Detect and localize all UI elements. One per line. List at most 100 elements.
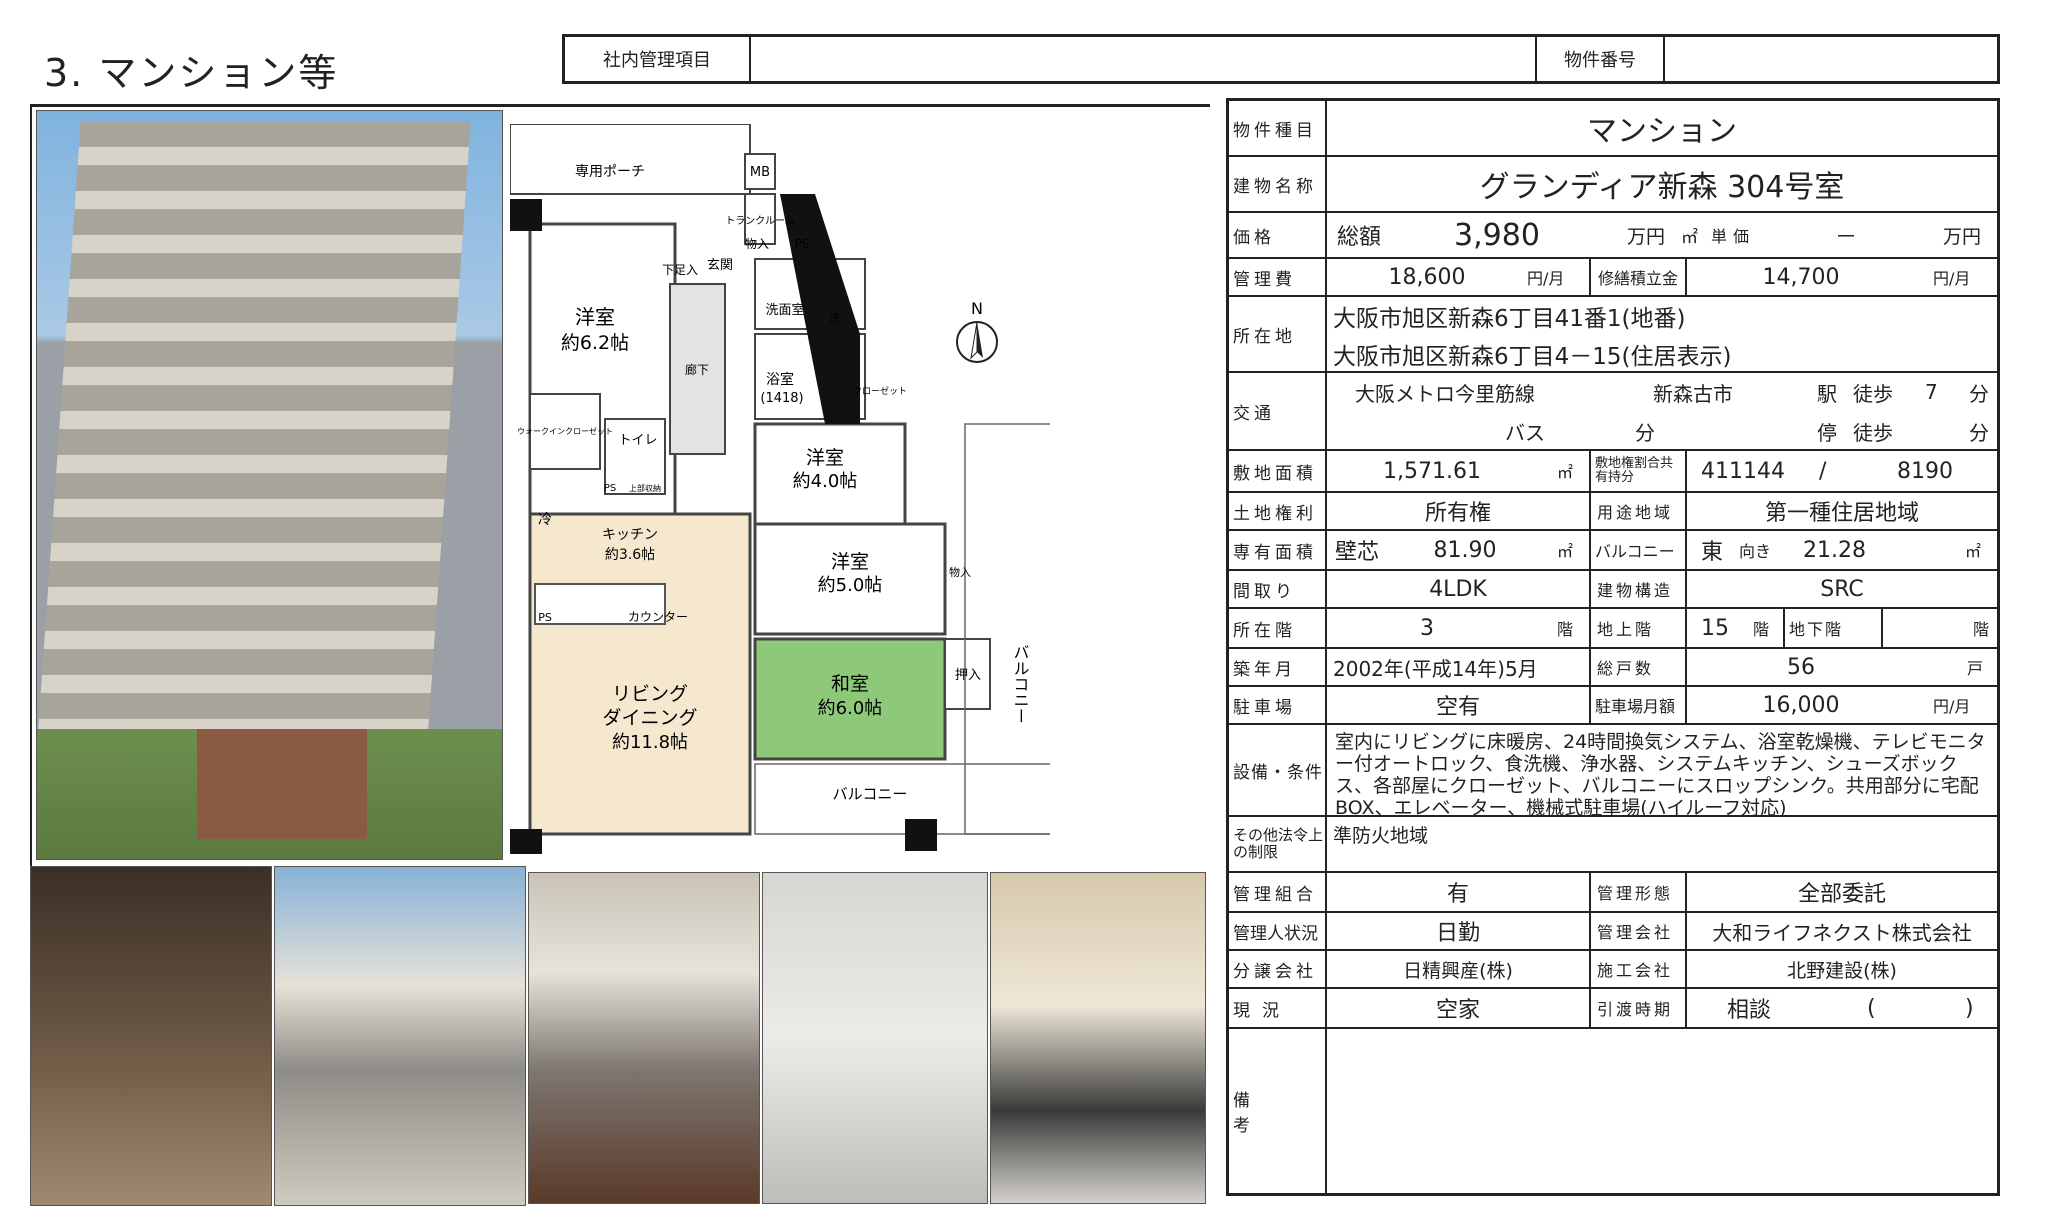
property-no-label: 物件番号 xyxy=(1537,37,1665,81)
label-manager: 管理人状況 xyxy=(1229,913,1327,949)
plan-wic: ウォークインクローゼット xyxy=(517,426,613,436)
row-manager: 管理人状況 日勤 管理会社 大和ライフネクスト株式会社 xyxy=(1229,913,1997,951)
price-unit-label: 単価 xyxy=(1711,227,1756,246)
value-builder: 北野建設(株) xyxy=(1685,951,1997,987)
ldk-area xyxy=(528,512,752,836)
plan-room2-size: 約4.0帖 xyxy=(793,471,858,492)
plan-dining: ダイニング xyxy=(602,707,697,729)
share-a: 411144 xyxy=(1685,451,1805,491)
row-parking: 駐車場 空有 駐車場月額 16,000 円/月 xyxy=(1229,687,1997,725)
value-remarks xyxy=(1327,1029,1997,1193)
plan-sen: 洗 xyxy=(829,311,841,325)
label-union: 管理組合 xyxy=(1229,873,1327,911)
plan-living-size: 約11.8帖 xyxy=(612,732,688,753)
label-handover: 引渡時期 xyxy=(1589,989,1685,1027)
row-equipment: 設備・条件 室内にリビングに床暖房、24時間換気システム、浴室乾燥機、テレビモニ… xyxy=(1229,725,1997,819)
bathroom-photo xyxy=(762,872,988,1204)
kitchen-photo xyxy=(528,872,760,1204)
label-fee: 管理費 xyxy=(1229,259,1327,295)
value-name: グランディア新森 304号室 xyxy=(1479,170,1845,205)
plan-rouka: 廊下 xyxy=(685,362,709,377)
label-right: 土地権利 xyxy=(1229,493,1327,529)
plan-counter: カウンター xyxy=(628,610,688,624)
label-layout: 間取り xyxy=(1229,571,1327,607)
label-struct: 建物構造 xyxy=(1589,571,1685,607)
row-area: 専有面積 壁芯 81.90 ㎡ バルコニー 東 向き 21.28 ㎡ xyxy=(1229,531,1997,571)
washitsu-area xyxy=(753,637,947,761)
mb-box xyxy=(744,153,776,190)
balcony-dir: 東 xyxy=(1685,531,1725,569)
plan-room1: 洋室 xyxy=(575,305,615,329)
value-parking-fee: 16,000 xyxy=(1685,687,1915,723)
label-transit: 交通 xyxy=(1229,373,1327,449)
parking-fee-unit: 円/月 xyxy=(1933,697,1971,716)
mgmt-label: 社内管理項目 xyxy=(565,37,751,81)
value-union: 有 xyxy=(1446,882,1469,907)
toilet-box xyxy=(604,418,666,495)
structural-column xyxy=(780,194,860,424)
plan-porch: 専用ポーチ xyxy=(575,164,645,180)
transit-fun2: 分 xyxy=(1969,420,1989,445)
plan-yoku: 浴室 xyxy=(766,371,794,388)
plan-closet: クローゼット xyxy=(853,385,907,397)
balcony-area: 21.28 xyxy=(1803,537,1866,563)
row-status: 現況 空家 引渡時期 相談 ( ) xyxy=(1229,989,1997,1029)
page-title: 3. マンション等 xyxy=(44,51,339,95)
transit-toho1: 徒歩 xyxy=(1853,381,1893,406)
label-address: 所在地 xyxy=(1229,297,1327,371)
plan-room2: 洋室 xyxy=(806,447,844,469)
balcony-bottom xyxy=(754,763,1050,835)
porch-area xyxy=(510,124,751,195)
transit-line: 大阪メトロ今里筋線 xyxy=(1355,381,1535,406)
plan-trunk: トランクルーム xyxy=(725,215,794,227)
label-units: 総戸数 xyxy=(1589,649,1685,685)
plan-washitsu-size: 約6.0帖 xyxy=(818,698,883,719)
value-struct: SRC xyxy=(1685,571,1997,607)
value-above: 15 xyxy=(1685,609,1729,647)
north-label: N xyxy=(971,300,983,318)
balcony-muki: 向き xyxy=(1739,542,1772,561)
plan-kitchen-size: 約3.6帖 xyxy=(605,547,655,563)
label-balcony: バルコニー xyxy=(1589,531,1685,569)
plan-rei: 冷 xyxy=(538,512,552,528)
oshi-box xyxy=(944,638,991,710)
plan-nyu2: 物入 xyxy=(949,565,971,579)
building-exterior-photo xyxy=(36,110,503,860)
plan-ps1: PS xyxy=(795,237,810,251)
row-address: 所在地 大阪市旭区新森6丁目41番1(地番) 大阪市旭区新森6丁目4－15(住居… xyxy=(1229,297,1997,373)
label-type: 物件種目 xyxy=(1229,101,1327,155)
value-fee: 18,600 xyxy=(1388,264,1466,290)
row-type: 物件種目 マンション xyxy=(1229,101,1997,157)
share-b: 8190 xyxy=(1897,458,1953,484)
label-equip: 設備・条件 xyxy=(1229,725,1327,815)
bicycle-parking-photo xyxy=(274,866,526,1206)
row-price: 価格 総額 3,980 万円 ㎡ 単価 － 万円 xyxy=(1229,213,1997,259)
label-remarks: 備考 xyxy=(1229,1029,1327,1193)
label-status: 現況 xyxy=(1229,989,1327,1027)
value-zone: 第一種住居地域 xyxy=(1685,493,1997,529)
trunk-box xyxy=(744,193,776,245)
address-line2: 大阪市旭区新森6丁目4－15(住居表示) xyxy=(1333,344,1732,370)
transit-eki: 駅 xyxy=(1817,381,1837,406)
room2-wall xyxy=(753,422,907,526)
label-law: その他法令上の制限 xyxy=(1229,817,1327,871)
label-zone: 用途地域 xyxy=(1589,493,1685,529)
plan-nyu1: 物入 xyxy=(745,237,769,251)
value-right: 所有権 xyxy=(1424,501,1491,526)
row-union: 管理組合 有 管理形態 全部委託 xyxy=(1229,873,1997,913)
land-unit: ㎡ xyxy=(1557,463,1574,482)
row-right: 土地権利 所有権 用途地域 第一種住居地域 xyxy=(1229,493,1997,531)
row-land: 敷地面積 1,571.61 ㎡ 敷地権割合共有持分 411144 / 8190 xyxy=(1229,451,1997,493)
address-line1: 大阪市旭区新森6丁目41番1(地番) xyxy=(1333,306,1686,332)
price-total: 3,980 xyxy=(1454,217,1540,253)
label-price: 価格 xyxy=(1229,213,1327,257)
plan-washitsu: 和室 xyxy=(831,673,869,695)
label-repair: 修繕積立金 xyxy=(1589,259,1685,295)
plan-senmen: 洗面室 xyxy=(765,302,804,318)
value-form: 全部委託 xyxy=(1685,873,1997,911)
label-above: 地上階 xyxy=(1589,609,1685,647)
label-below: 地下階 xyxy=(1783,609,1881,647)
value-type: マンション xyxy=(1587,114,1737,149)
plan-yoku-size: (1418) xyxy=(760,391,803,406)
row-name: 建物名称 グランディア新森 304号室 xyxy=(1229,157,1997,213)
